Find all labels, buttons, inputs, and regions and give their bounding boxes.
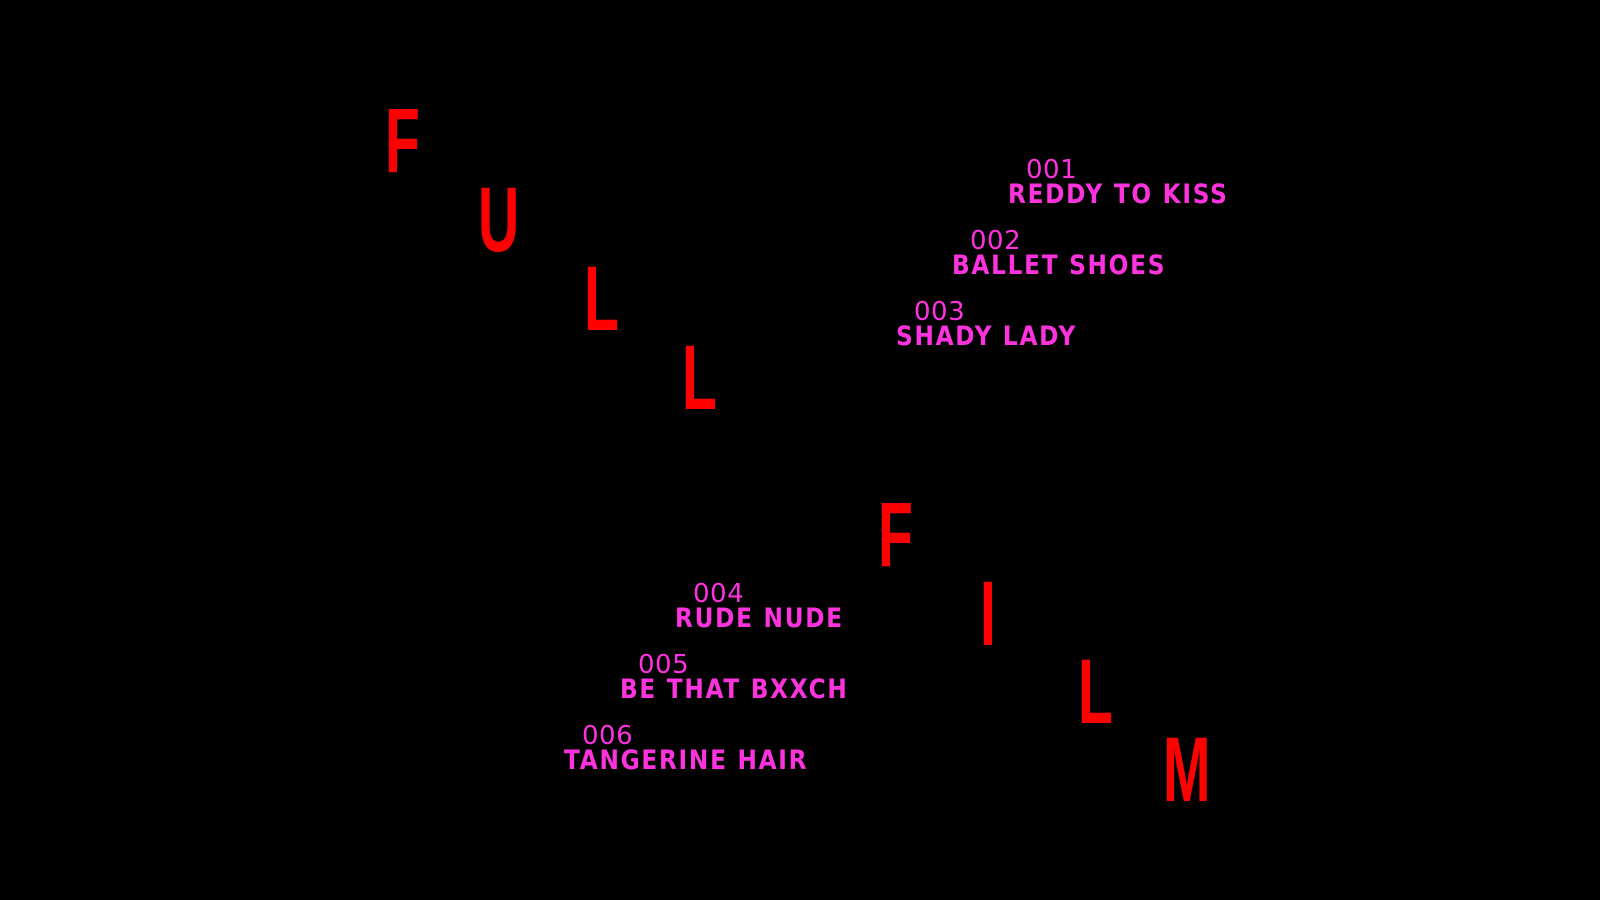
- track-title: SHADY LADY: [896, 321, 1077, 352]
- track-number: 004: [693, 579, 745, 609]
- track-title: BE THAT BXXCH: [620, 674, 849, 705]
- title-letter-f2: F: [878, 484, 913, 586]
- track-number: 005: [638, 650, 690, 680]
- title-letter-m: M: [1163, 719, 1211, 821]
- track-item-006[interactable]: 006 TANGERINE HAIR: [564, 721, 848, 774]
- track-number: 002: [970, 226, 1022, 256]
- track-number: 001: [1026, 155, 1078, 185]
- title-letter-f1: F: [385, 90, 420, 192]
- track-title: TANGERINE HAIR: [564, 745, 809, 776]
- track-item-001[interactable]: 001 REDDY TO KISS: [1008, 155, 1264, 208]
- track-number: 003: [914, 297, 966, 327]
- title-letter-i: I: [980, 563, 996, 665]
- track-title: REDDY TO KISS: [1008, 179, 1229, 210]
- track-title: BALLET SHOES: [952, 250, 1167, 281]
- track-item-004[interactable]: 004 RUDE NUDE: [675, 579, 871, 632]
- title-letter-u: U: [478, 169, 520, 271]
- track-item-005[interactable]: 005 BE THAT BXXCH: [620, 650, 886, 703]
- track-item-002[interactable]: 002 BALLET SHOES: [952, 226, 1201, 279]
- title-letter-l3: L: [1078, 641, 1113, 743]
- track-title: RUDE NUDE: [675, 603, 844, 634]
- track-item-003[interactable]: 003 SHADY LADY: [896, 297, 1106, 350]
- track-number: 006: [582, 721, 634, 751]
- title-letter-l1: L: [584, 248, 619, 350]
- title-letter-l2: L: [682, 327, 717, 429]
